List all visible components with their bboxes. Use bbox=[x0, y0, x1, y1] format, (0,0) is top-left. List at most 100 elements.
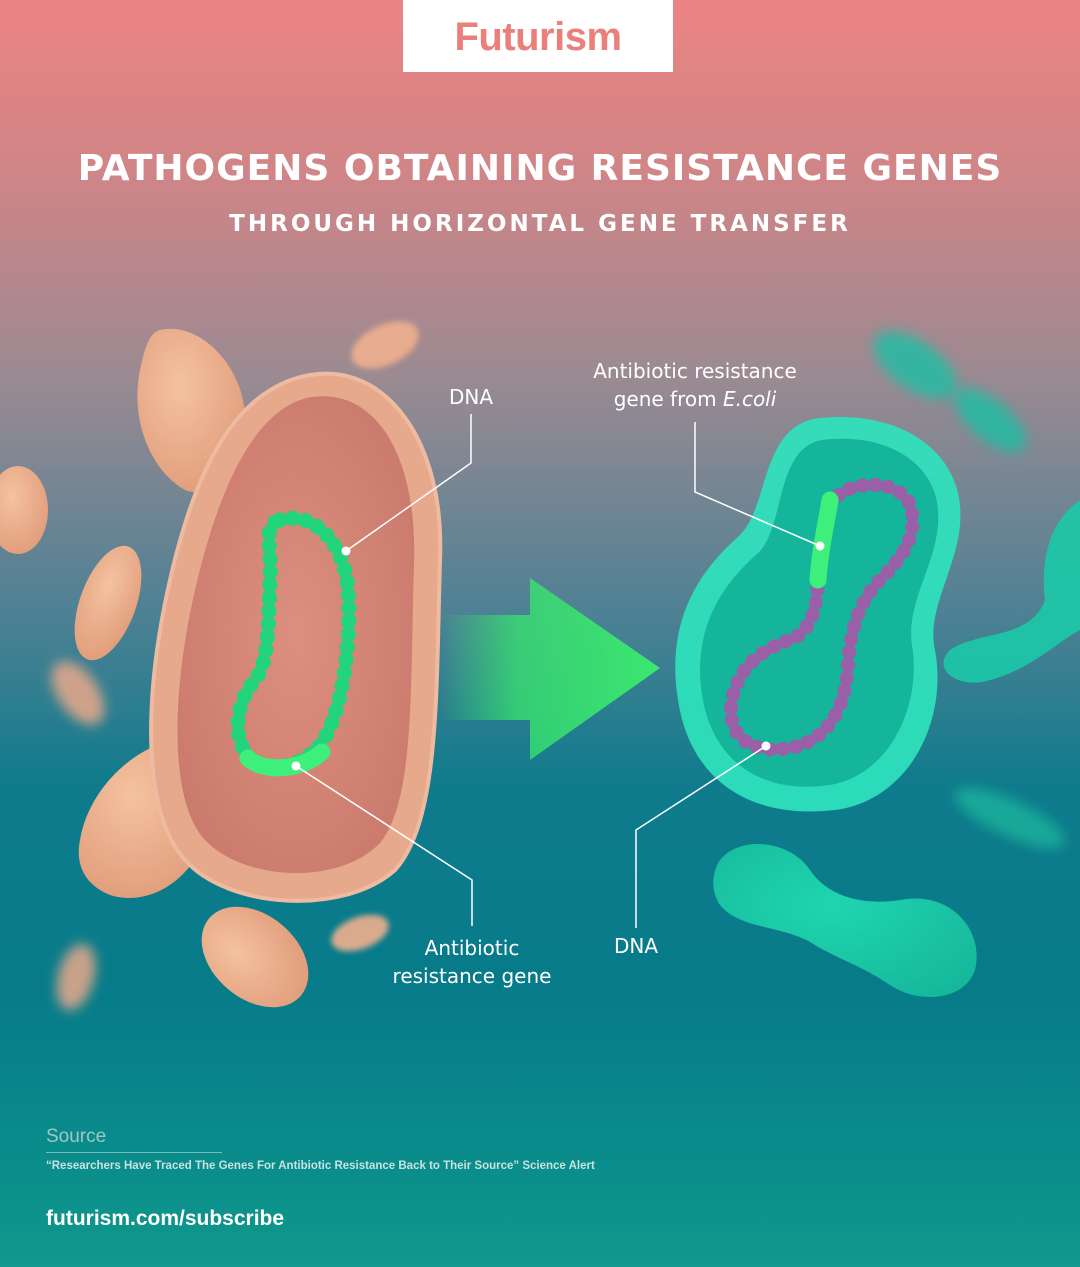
dna-bead bbox=[901, 532, 917, 548]
callout-dots bbox=[291, 541, 825, 771]
dna-bead bbox=[755, 645, 771, 661]
source-divider bbox=[46, 1152, 222, 1153]
futurism-logo[interactable]: Futurism bbox=[403, 0, 673, 72]
label-dna-right: DNA bbox=[613, 934, 659, 958]
dna-bead bbox=[340, 626, 356, 643]
dna-bead bbox=[260, 615, 276, 632]
dna-bead bbox=[255, 654, 271, 671]
callout-lines bbox=[295, 414, 821, 928]
dna-bead bbox=[820, 718, 836, 734]
dna-bead bbox=[258, 641, 274, 658]
label-resistance-gene-right: Antibiotic resistance gene from E.coli bbox=[570, 357, 820, 413]
dna-bead bbox=[867, 477, 883, 492]
dna-bead bbox=[766, 639, 782, 654]
dna-bead bbox=[261, 602, 277, 619]
callout-line-dna-right bbox=[635, 745, 767, 928]
dna-bead bbox=[231, 726, 247, 743]
dna-bead bbox=[262, 563, 278, 580]
dna-bead bbox=[775, 741, 791, 757]
resistance-gene-left bbox=[239, 743, 331, 777]
dna-bead bbox=[851, 606, 866, 622]
dna-bead bbox=[339, 574, 355, 591]
logo-text: Futurism bbox=[454, 14, 622, 59]
dna-bead bbox=[723, 699, 739, 715]
dna-bead bbox=[267, 514, 284, 530]
dna-bead bbox=[905, 519, 920, 535]
label-dna-left: DNA bbox=[448, 385, 494, 409]
dna-bead bbox=[262, 550, 278, 567]
dna-bead bbox=[808, 595, 823, 611]
page-subtitle: THROUGH HORIZONTAL GENE TRANSFER bbox=[229, 211, 851, 237]
page-title: PATHOGENS OBTAINING RESISTANCE GENES bbox=[77, 148, 1003, 189]
dna-bead bbox=[905, 506, 920, 522]
label-resistance-gene-left: Antibiotic resistance gene bbox=[362, 934, 582, 990]
dna-bead bbox=[745, 653, 760, 669]
dna-bead bbox=[842, 644, 857, 660]
dna-bead bbox=[230, 713, 246, 730]
dna-bead bbox=[778, 634, 794, 649]
dna-bead bbox=[888, 554, 904, 570]
dna-bead bbox=[799, 619, 814, 635]
dna-bead bbox=[811, 727, 827, 743]
dna-bead bbox=[729, 724, 744, 740]
dna-bead bbox=[896, 543, 911, 559]
dna-bead bbox=[338, 652, 354, 669]
source-label: Source bbox=[46, 1126, 107, 1147]
label-resistance-gene-left-line2: resistance gene bbox=[392, 964, 552, 988]
dna-bead bbox=[232, 700, 248, 717]
dna-bead bbox=[341, 613, 357, 630]
dna-bead bbox=[259, 628, 275, 645]
dna-bead bbox=[856, 595, 871, 610]
dna-bead bbox=[842, 481, 858, 497]
dna-bead bbox=[840, 657, 856, 673]
dna-bead bbox=[805, 607, 820, 623]
dna-bead bbox=[892, 485, 908, 500]
dna-bead bbox=[340, 587, 356, 604]
dna-bead bbox=[336, 664, 352, 681]
dna-bead bbox=[736, 663, 752, 679]
dna-bead bbox=[833, 695, 848, 711]
label-gene-from: gene from bbox=[613, 387, 723, 411]
dna-bead bbox=[334, 677, 350, 694]
callout-line-gene-right bbox=[694, 422, 821, 547]
dna-bead bbox=[261, 589, 277, 606]
dna-bead bbox=[336, 561, 353, 578]
dna-bead bbox=[839, 670, 854, 686]
dna-bead bbox=[880, 479, 896, 495]
dna-bead bbox=[738, 734, 753, 749]
dna-bead bbox=[863, 584, 878, 599]
dna-bead bbox=[724, 712, 739, 728]
dna-bead bbox=[749, 739, 765, 755]
dna-bead bbox=[837, 683, 852, 699]
dna-bead bbox=[730, 674, 745, 690]
transfer-arrow bbox=[440, 578, 660, 760]
dna-bead bbox=[331, 690, 347, 707]
dna-bead bbox=[328, 702, 344, 719]
resistance-gene-right bbox=[809, 491, 839, 589]
dna-bead bbox=[854, 478, 870, 493]
label-resistance-gene-left-line1: Antibiotic bbox=[424, 936, 520, 960]
dna-bead bbox=[790, 628, 806, 644]
dna-bead bbox=[846, 619, 862, 635]
dna-bead bbox=[871, 574, 886, 589]
dna-bead bbox=[726, 686, 741, 702]
callout-line-gene-left bbox=[295, 765, 473, 926]
background-bacteria-right bbox=[713, 331, 1080, 997]
dna-bead bbox=[828, 707, 843, 723]
dna-bead bbox=[250, 666, 267, 683]
label-ecoli: E.coli bbox=[722, 387, 777, 411]
source-citation: “Researchers Have Traced The Genes For A… bbox=[46, 1160, 595, 1172]
dna-bead bbox=[788, 739, 804, 754]
dna-bead bbox=[880, 564, 895, 580]
dna-bead bbox=[284, 510, 301, 526]
callout-line-dna-left bbox=[345, 414, 472, 552]
dna-bead bbox=[261, 538, 277, 555]
label-resistance-gene-right-line1: Antibiotic resistance bbox=[593, 359, 797, 383]
pathogen-cell bbox=[149, 371, 443, 903]
dna-bead bbox=[901, 494, 916, 510]
subscribe-link[interactable]: futurism.com/subscribe bbox=[46, 1207, 285, 1230]
dna-bead bbox=[341, 600, 357, 617]
dna-bead bbox=[800, 734, 816, 750]
